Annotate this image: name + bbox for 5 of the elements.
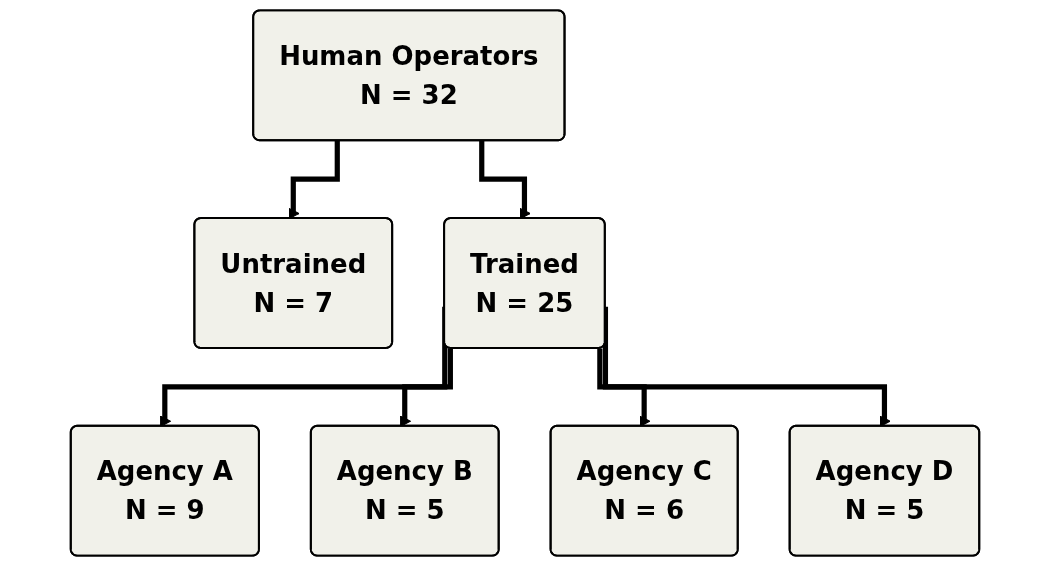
arrow bbox=[288, 140, 340, 220]
arrow bbox=[597, 348, 651, 427]
arrow bbox=[399, 348, 453, 427]
arrow bbox=[602, 306, 891, 427]
arrow bbox=[479, 140, 531, 220]
